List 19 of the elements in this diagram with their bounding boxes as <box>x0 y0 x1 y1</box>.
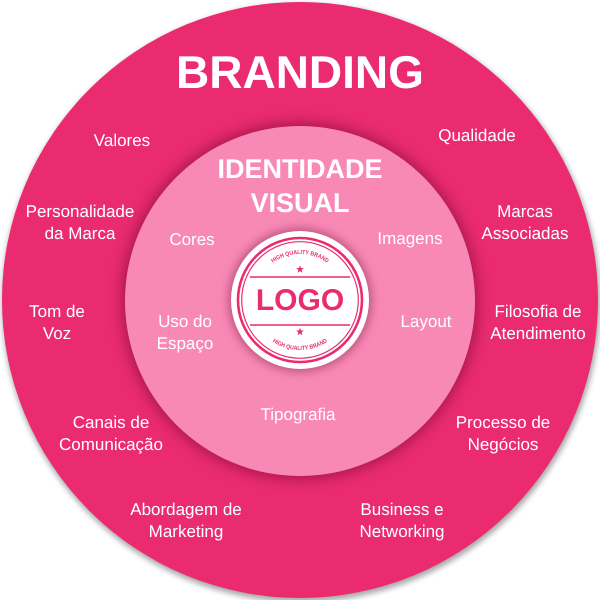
concept-label: Imagens <box>376 228 444 250</box>
concept-label: Processo de Negócios <box>454 412 552 456</box>
concept-label: Cores <box>168 229 216 251</box>
circle-heading: IDENTIDADE VISUAL <box>216 153 384 220</box>
concept-label: Filosofia de Atendimento <box>489 301 587 345</box>
concept-label: Uso do Espaço <box>156 311 214 355</box>
concept-label: Tipografia <box>260 404 336 426</box>
concept-label: Layout <box>399 311 453 333</box>
concept-label: Canais de Comunicação <box>58 412 164 456</box>
concept-label: Qualidade <box>437 125 517 147</box>
concept-label: Valores <box>92 130 152 152</box>
circle-heading: BRANDING <box>175 46 425 98</box>
concept-label: Marcas Associadas <box>480 201 570 245</box>
concept-label: Abordagem de Marketing <box>129 499 243 543</box>
concept-label: Tom de Voz <box>28 301 86 345</box>
concept-label: Personalidade da Marca <box>24 201 136 245</box>
seal-title: LOGO <box>254 284 346 318</box>
round-seal <box>231 231 369 369</box>
concept-label: Business e Networking <box>358 499 446 543</box>
